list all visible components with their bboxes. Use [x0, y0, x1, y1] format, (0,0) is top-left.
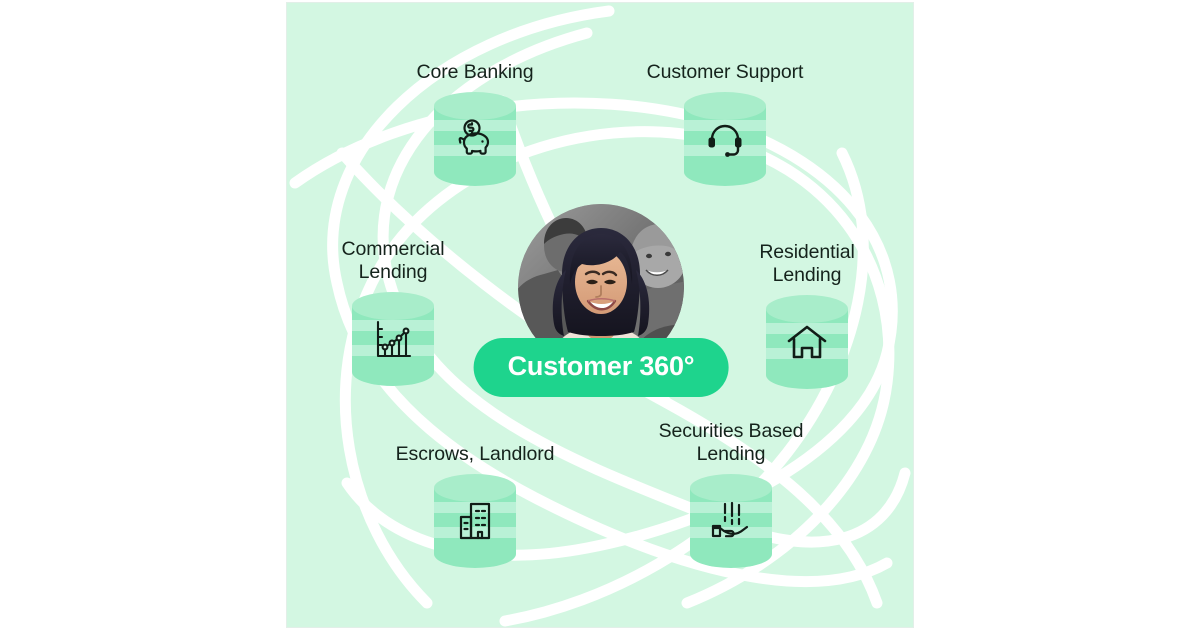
- node-core-banking[interactable]: Core Banking: [375, 61, 575, 188]
- database-cylinder: [350, 290, 436, 388]
- piggy-bank-icon: [458, 119, 490, 155]
- node-label: Core Banking: [416, 61, 534, 83]
- database-cylinder: [432, 472, 518, 570]
- node-label: Securities Based Lending: [658, 420, 804, 465]
- customer-360-cluster: Customer 360°: [471, 204, 731, 424]
- diagram-panel: Core Banking: [286, 2, 914, 628]
- customer-360-badge[interactable]: Customer 360°: [473, 338, 729, 397]
- cylinder-shape: [684, 91, 766, 186]
- hand-receiving-icon: [711, 501, 749, 537]
- growth-chart-icon: [376, 320, 412, 357]
- headset-icon: [708, 124, 742, 157]
- node-label: Residential Lending: [759, 241, 855, 286]
- node-label: Customer Support: [646, 61, 804, 83]
- node-securities-based-lending[interactable]: Securities Based Lending: [631, 420, 831, 570]
- office-building-icon: [459, 502, 491, 539]
- database-cylinder: [682, 90, 768, 188]
- house-icon: [787, 325, 827, 358]
- cylinder-shape: [434, 473, 516, 568]
- database-cylinder: [688, 472, 774, 570]
- node-commercial-lending[interactable]: Commercial Lending: [293, 238, 493, 388]
- node-label: Escrows, Landlord: [395, 443, 555, 465]
- database-cylinder: [432, 90, 518, 188]
- avatar: [518, 204, 684, 370]
- database-cylinder: [764, 293, 850, 391]
- node-escrows-landlord[interactable]: Escrows, Landlord: [375, 443, 575, 570]
- node-label: Commercial Lending: [341, 238, 445, 283]
- node-customer-support[interactable]: Customer Support: [625, 61, 825, 188]
- node-residential-lending[interactable]: Residential Lending: [707, 241, 907, 391]
